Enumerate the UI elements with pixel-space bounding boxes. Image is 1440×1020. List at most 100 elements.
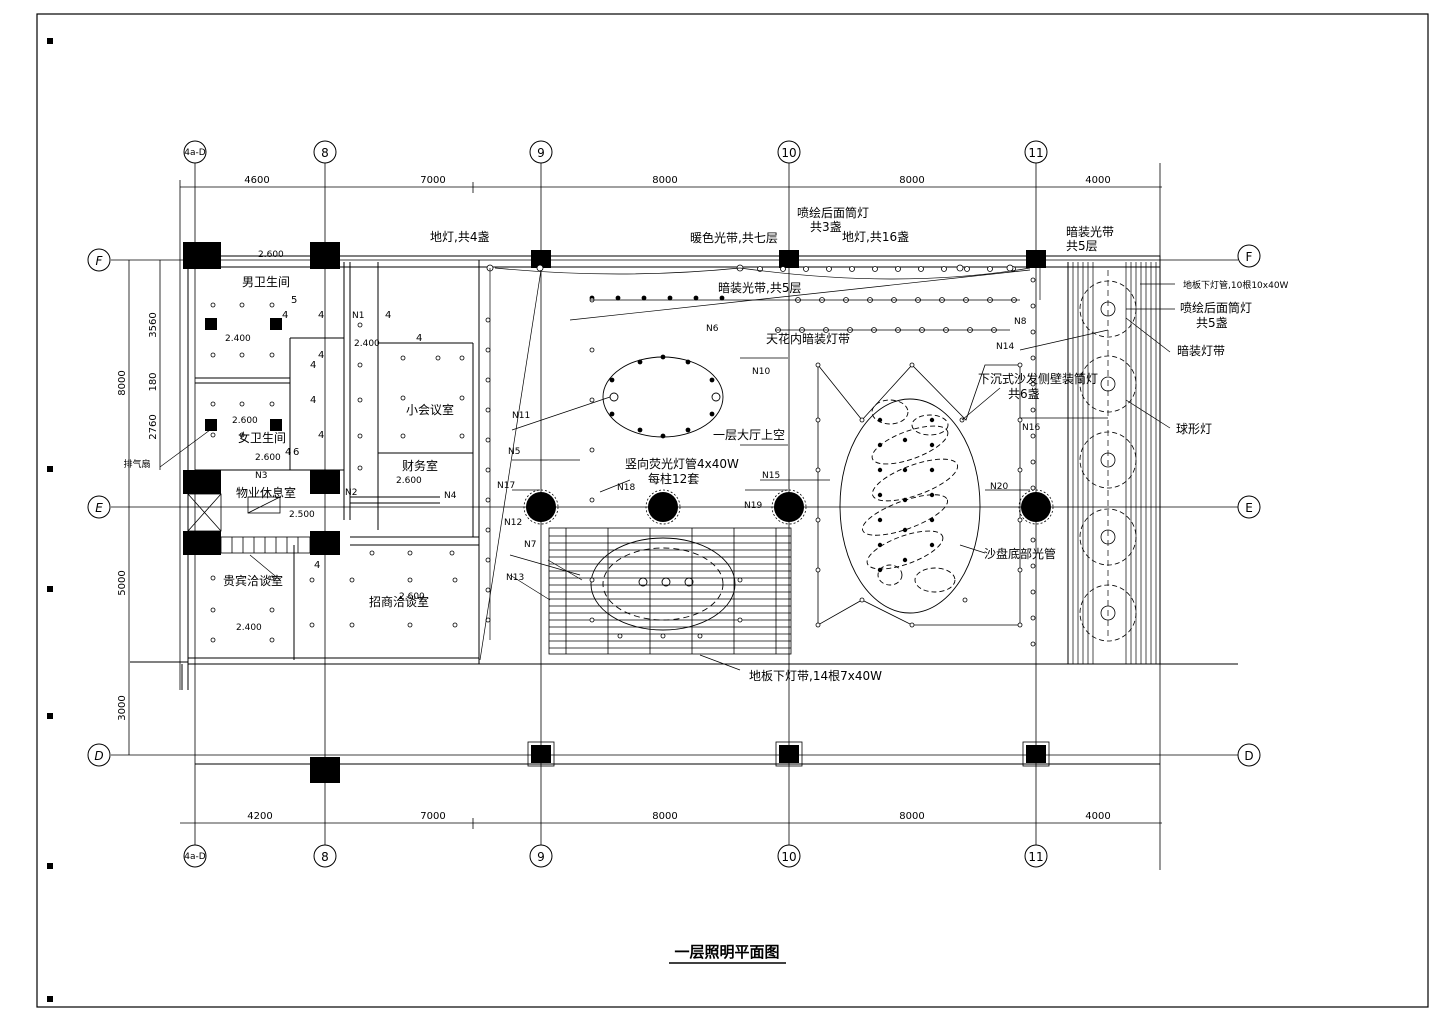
dim-top-5: 4000 (1085, 175, 1110, 186)
dim-left-3: 3000 (117, 695, 128, 720)
lamp-symbol (929, 442, 935, 448)
lamp-symbol (780, 266, 786, 272)
lamp-symbol (357, 433, 363, 439)
room-small-meeting: 小会议室 (406, 402, 454, 417)
lamp-symbol (357, 397, 363, 403)
circuit-n10: N10 (752, 367, 770, 377)
note-floor-tube-right: 地板下灯管,10根10x40W (1183, 279, 1289, 291)
note-vertical-tube-b: 每柱12套 (648, 471, 699, 486)
lamp-symbol (407, 577, 413, 583)
vertical-tube-column (648, 492, 678, 522)
lamp-symbol (815, 362, 821, 368)
dimension-texts: 4600 7000 8000 8000 4000 4200 7000 8000 … (117, 175, 1111, 822)
lamp-symbol (956, 264, 964, 272)
lamp-symbol (615, 295, 621, 301)
lamp-symbol (589, 577, 595, 583)
lamp-symbol (737, 617, 743, 623)
lamp-symbol (609, 411, 615, 417)
wc-fixture (205, 318, 217, 330)
lamp-symbol (239, 432, 245, 438)
note-mural-downlight-5a: 喷绘后面筒灯 (1180, 300, 1252, 315)
lamp-symbol (485, 587, 491, 593)
wire-count: 4 (310, 395, 316, 406)
elevation-mark: 2.500 (289, 510, 315, 520)
vertical-tube-ring (645, 489, 681, 525)
lamp-symbol (349, 622, 355, 628)
axis-bubble-d-left: D (87, 743, 111, 767)
lamp-symbol (902, 557, 908, 563)
axis-label: 4a-D (184, 852, 205, 862)
axis-label: 9 (537, 146, 545, 160)
lamp-symbol (1030, 589, 1036, 595)
note-floor-lamp-4: 地灯,共4盏 (430, 229, 489, 244)
elevation-mark: 2.600 (396, 476, 422, 486)
elevation-mark: 2.600 (232, 416, 258, 426)
lamp-symbol (309, 622, 315, 628)
wc-fixture (270, 419, 282, 431)
lamp-symbol (1030, 277, 1036, 283)
circuit-n13: N13 (506, 573, 524, 583)
lamp-symbol (1030, 303, 1036, 309)
lamp-symbol (407, 622, 413, 628)
lamp-symbol (929, 492, 935, 498)
lamp-symbol (987, 266, 993, 272)
lamp-symbol (400, 355, 406, 361)
circuit-n15: N15 (762, 471, 780, 481)
lamp-rows (205, 264, 1054, 647)
vertical-tube-column (1021, 492, 1051, 522)
wire-counts: 5 4 4 4 4 4 4 4 4 4 6 4 (282, 295, 422, 571)
lamp-symbol (660, 354, 666, 360)
wire-count: 5 (291, 295, 297, 306)
elevation-mark: 2.400 (354, 339, 380, 349)
wire-count: 4 (314, 560, 320, 571)
lamp-symbol (667, 295, 673, 301)
axis-label: 10 (781, 146, 796, 160)
lamp-symbol (1030, 329, 1036, 335)
axis-bubble-f-right: F (1237, 244, 1261, 268)
circuit-n5: N5 (508, 447, 520, 457)
axis-bubble-10-top: 10 (777, 140, 801, 164)
lamp-symbol (895, 266, 901, 272)
lamp-symbol (962, 597, 968, 603)
lamp-symbol (1030, 433, 1036, 439)
lamp-symbol (609, 377, 615, 383)
lamp-symbol (641, 295, 647, 301)
lamp-symbol (435, 355, 441, 361)
lamp-symbol (349, 577, 355, 583)
lamp-symbol (485, 377, 491, 383)
walls (130, 255, 1238, 765)
axis-bubble-9-top: 9 (529, 140, 553, 164)
lamp-symbol (589, 347, 595, 353)
axis-label: F (96, 254, 104, 268)
lamp-symbol (589, 447, 595, 453)
note-mural-downlight-3a: 喷绘后面筒灯 (797, 205, 869, 220)
circuit-n1: N1 (352, 311, 364, 321)
lamp-symbol (269, 352, 275, 358)
circuit-n12: N12 (504, 518, 522, 528)
stair (220, 496, 311, 554)
room-business-talk: 招商洽谈室 (369, 594, 429, 609)
wire-count: 4 (310, 360, 316, 371)
lamp-symbol (459, 433, 465, 439)
circuit-n4: N4 (444, 491, 457, 501)
lamp-symbol (815, 567, 821, 573)
axis-bubble-f-left: F (87, 248, 111, 272)
axis-label: D (94, 749, 103, 763)
lamp-symbol (902, 467, 908, 473)
circuit-n7: N7 (524, 540, 536, 550)
dim-top-1: 4600 (244, 175, 269, 186)
lamp-symbol (485, 527, 491, 533)
lamp-symbol (1017, 362, 1023, 368)
lamp-symbol (637, 359, 643, 365)
lamp-symbol (877, 542, 883, 548)
dim-bottom-2: 7000 (420, 811, 445, 822)
lamp-symbol (660, 433, 666, 439)
lamp-symbol (877, 567, 883, 573)
lamp-symbol (485, 497, 491, 503)
lamp-symbol (269, 637, 275, 643)
lamp-symbol (902, 527, 908, 533)
top-axis-bubbles: 4a-D 8 9 10 11 (183, 140, 1048, 164)
lamp-symbol (400, 433, 406, 439)
axis-label: E (1245, 501, 1253, 515)
